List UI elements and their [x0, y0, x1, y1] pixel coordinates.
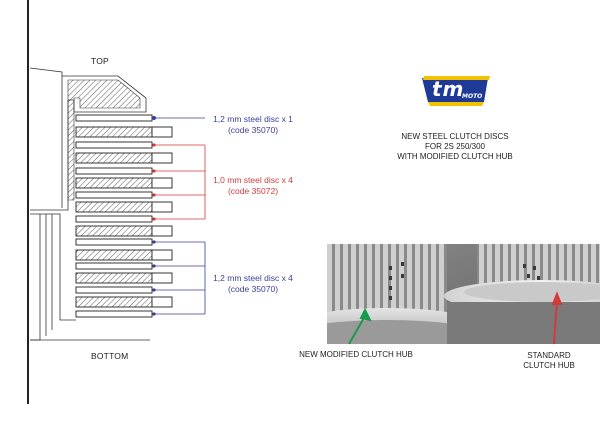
friction-disc: [75, 225, 153, 237]
standard-hub-caption-line2: CLUTCH HUB: [523, 361, 575, 370]
steel-disc: [75, 238, 153, 246]
standard-hub-caption-line1: STANDARD: [527, 351, 571, 360]
steel-disc: [75, 215, 153, 223]
friction-disc-tab: [151, 225, 173, 237]
friction-disc-tab: [151, 152, 173, 164]
friction-disc: [75, 177, 153, 189]
steel-disc: [75, 310, 153, 318]
friction-disc: [75, 201, 153, 213]
diagram-top-label: TOP: [91, 56, 109, 66]
new-hub-caption: NEW MODIFIED CLUTCH HUB: [290, 350, 422, 360]
steel-disc: [75, 141, 153, 149]
annotation-bottom-line2: (code 35070): [227, 283, 279, 294]
leader-group-bottom: [152, 240, 206, 316]
disc-stack: [75, 114, 173, 318]
tm-moto-logo: tm MOTO: [418, 76, 492, 108]
friction-disc-tab: [151, 296, 173, 308]
friction-disc: [75, 249, 153, 261]
title-line-2: FOR 2S 250/300: [424, 142, 486, 151]
clutch-hub-photo-drawing: [327, 244, 600, 344]
diagram-bottom-label: BOTTOM: [91, 351, 129, 361]
friction-disc-tab: [151, 249, 173, 261]
annotation-top: 1,2 mm steel disc x 1 (code 35070): [208, 114, 298, 135]
red-arrow: [551, 291, 563, 344]
friction-disc-tab: [151, 201, 173, 213]
logo-text: tm: [432, 77, 465, 101]
clutch-hub-photo: [327, 244, 600, 344]
friction-disc: [75, 272, 153, 284]
tm-logo-mark: [422, 76, 490, 106]
friction-disc-tab: [151, 177, 173, 189]
annotation-bottom-line1: 1,2 mm steel disc x 4: [213, 273, 293, 283]
annotation-middle-line2: (code 35072): [227, 185, 279, 196]
steel-disc: [75, 286, 153, 294]
steel-disc: [75, 191, 153, 199]
annotation-bottom: 1,2 mm steel disc x 4 (code 35070): [208, 273, 298, 294]
page-title: NEW STEEL CLUTCH DISCS FOR 2S 250/300 WI…: [380, 132, 530, 162]
title-line-1: NEW STEEL CLUTCH DISCS: [401, 132, 509, 141]
pressure-plate-hatch: [67, 79, 141, 201]
new-hub-caption-text: NEW MODIFIED CLUTCH HUB: [299, 350, 413, 359]
annotation-middle: 1,0 mm steel disc x 4 (code 35072): [208, 175, 298, 196]
logo-subtext: MOTO: [462, 93, 483, 100]
steel-disc: [75, 262, 153, 270]
steel-disc: [75, 114, 153, 122]
friction-disc: [75, 152, 153, 164]
steel-disc: [75, 167, 153, 175]
friction-disc: [75, 126, 153, 138]
standard-hub-caption: STANDARD CLUTCH HUB: [510, 351, 588, 371]
annotation-top-line2: (code 35070): [227, 124, 279, 135]
title-line-3: WITH MODIFIED CLUTCH HUB: [397, 152, 513, 161]
page-left-border: [27, 0, 29, 404]
friction-disc: [75, 296, 153, 308]
annotation-top-line1: 1,2 mm steel disc x 1: [213, 114, 293, 124]
green-arrow: [348, 307, 372, 344]
friction-disc-tab: [151, 126, 173, 138]
leader-group-top: [151, 116, 205, 121]
annotation-middle-line1: 1,0 mm steel disc x 4: [213, 175, 293, 185]
leader-group-middle: [152, 143, 206, 221]
friction-disc-tab: [151, 272, 173, 284]
